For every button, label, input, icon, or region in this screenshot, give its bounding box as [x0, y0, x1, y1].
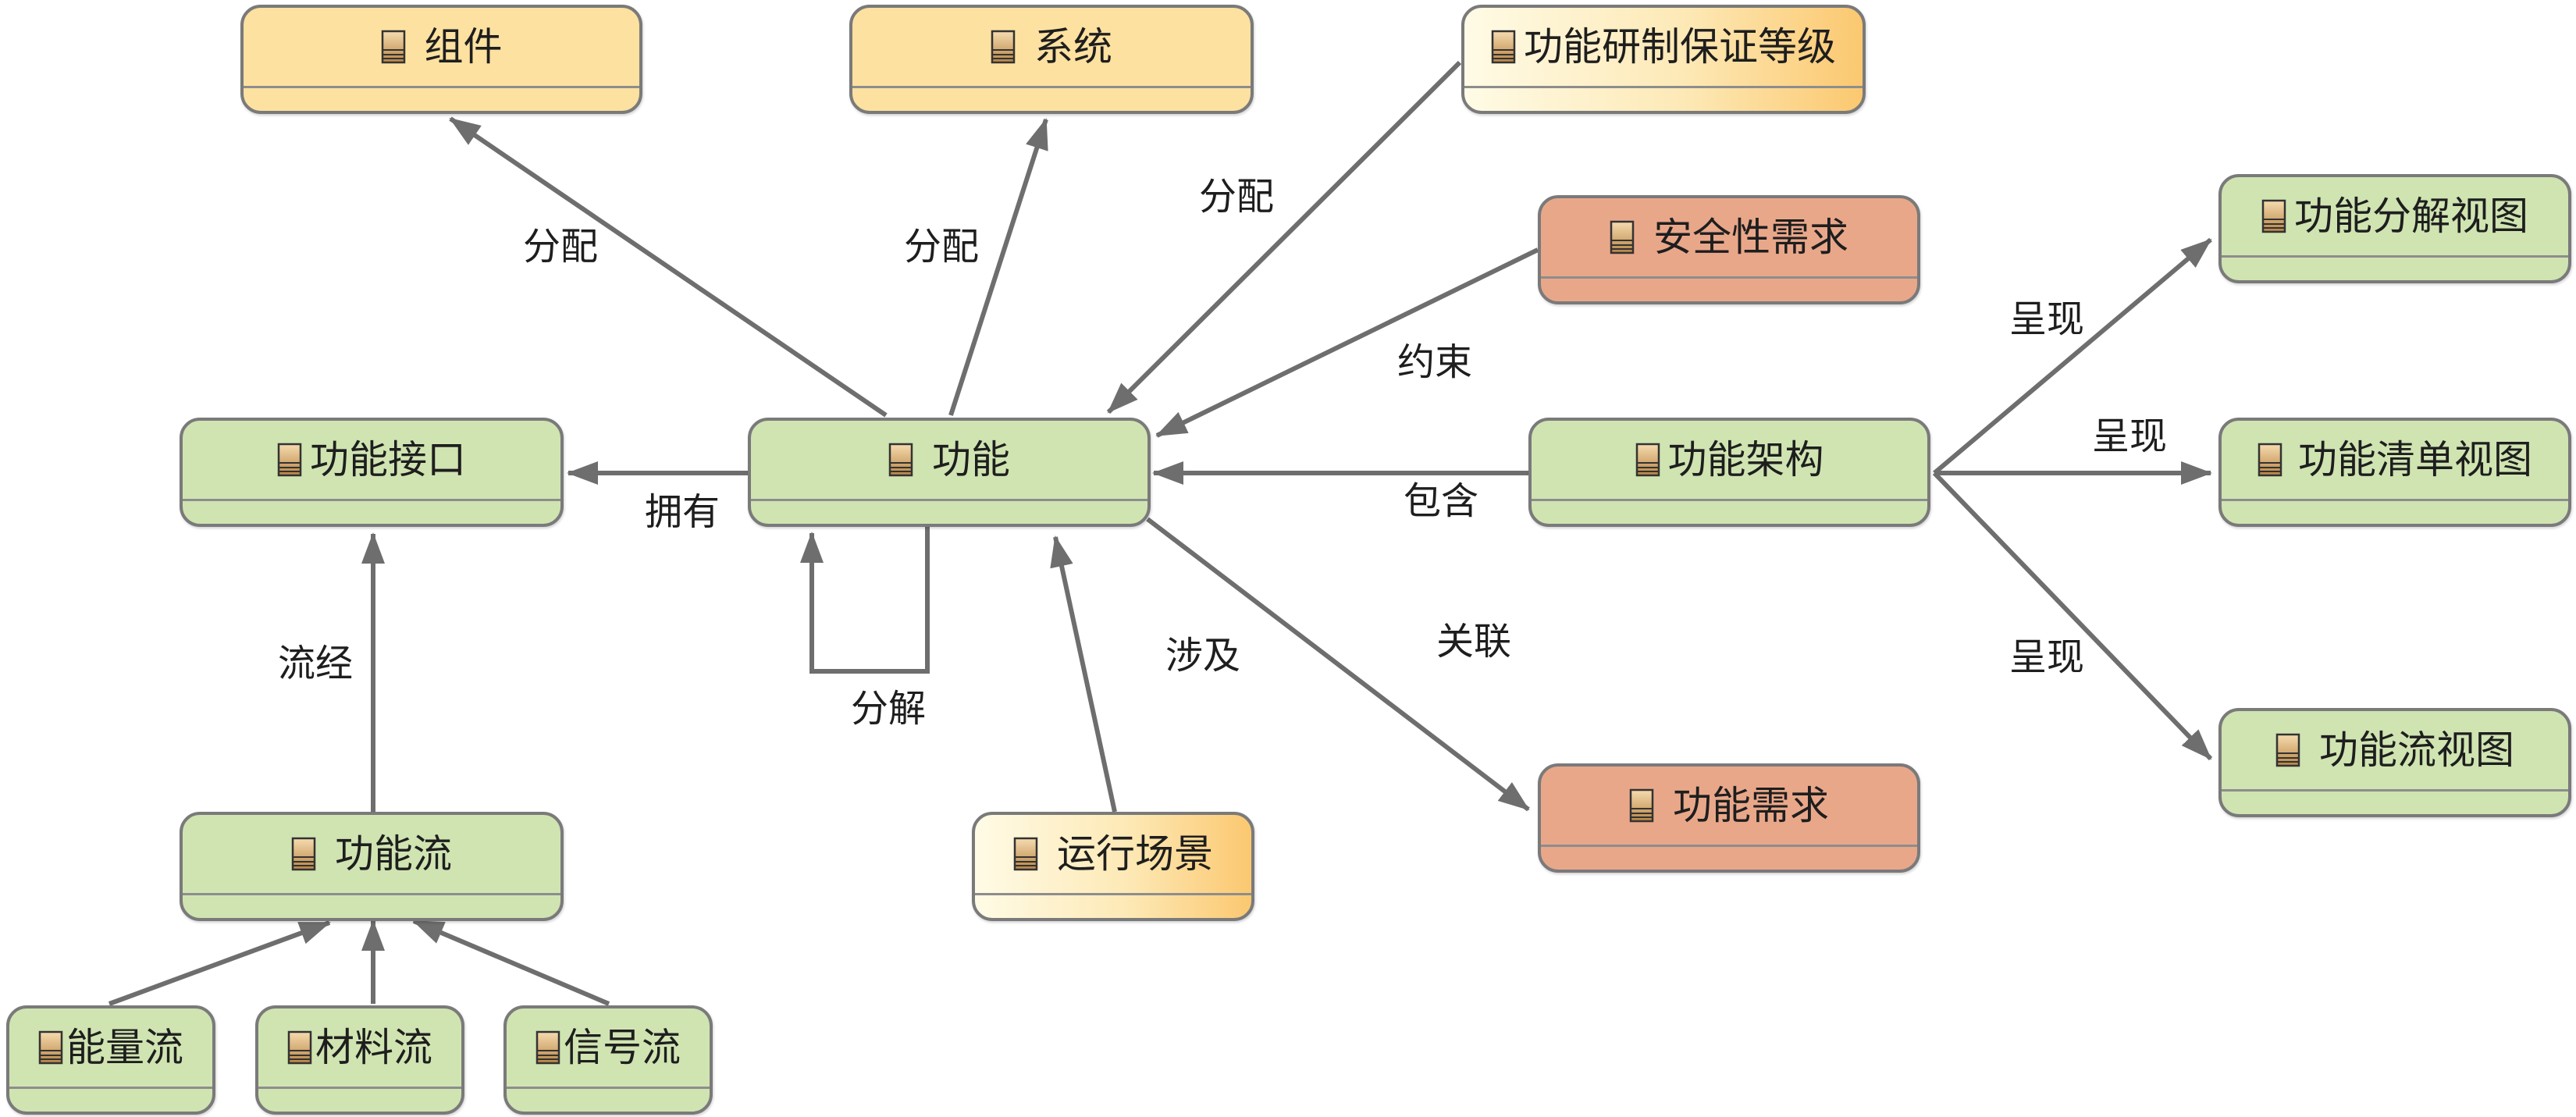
node-label: 功能架构: [1667, 437, 1824, 482]
edge-label-owns: 拥有: [645, 490, 720, 534]
class-icon: [535, 1030, 560, 1065]
node-label: 功能需求: [1673, 783, 1829, 828]
node-label: 安全性需求: [1653, 215, 1848, 260]
edge-label-involves: 涉及: [1165, 634, 1241, 678]
class-icon: [381, 30, 405, 64]
class-icon: [1013, 837, 1038, 871]
edge-function-system: [948, 118, 1048, 416]
edge-label-relates: 关联: [1436, 620, 1512, 663]
node-operating-scenario[interactable]: 运行场景: [972, 812, 1254, 921]
edge-label-decompose: 分解: [851, 687, 927, 731]
edge-arch-decompview: [1933, 237, 2212, 475]
class-icon: [2261, 199, 2286, 233]
edge-label-alloc-component: 分配: [523, 225, 599, 269]
edge-label-present-flow: 呈现: [2009, 635, 2085, 679]
class-icon: [1629, 788, 1654, 823]
node-func-list-view[interactable]: 功能清单视图: [2218, 418, 2571, 527]
edge-label-alloc-dal: 分配: [1199, 175, 1275, 219]
class-icon: [888, 443, 913, 477]
node-label: 功能接口: [310, 437, 466, 482]
node-label: 能量流: [66, 1025, 183, 1070]
class-icon: [287, 1030, 312, 1065]
edge-function-decompose: [800, 527, 930, 674]
node-signal-flow[interactable]: 信号流: [503, 1005, 713, 1115]
node-material-flow[interactable]: 材料流: [255, 1005, 464, 1115]
class-icon: [1491, 30, 1516, 64]
node-label: 功能研制保证等级: [1524, 24, 1836, 69]
node-label: 运行场景: [1057, 831, 1213, 877]
node-label: 组件: [424, 24, 503, 69]
node-energy-flow[interactable]: 能量流: [6, 1005, 215, 1115]
node-component[interactable]: 组件: [240, 5, 642, 114]
edge-safety-function: [1155, 247, 1539, 438]
node-system[interactable]: 系统: [849, 5, 1254, 114]
class-icon: [2258, 443, 2282, 477]
class-icon: [1610, 220, 1635, 254]
edge-signal-flow: [412, 919, 610, 1006]
class-icon: [277, 443, 302, 477]
edge-label-alloc-system: 分配: [904, 225, 980, 269]
node-label: 系统: [1034, 24, 1112, 69]
node-func-decomp-view[interactable]: 功能分解视图: [2218, 174, 2571, 283]
edge-function-component: [449, 116, 888, 418]
node-safety-requirement[interactable]: 安全性需求: [1538, 195, 1920, 304]
edge-label-constraint: 约束: [1397, 340, 1473, 384]
edge-label-contains: 包含: [1404, 479, 1479, 523]
class-icon: [1635, 443, 1660, 477]
node-func-requirement[interactable]: 功能需求: [1538, 763, 1920, 873]
node-label: 功能流: [335, 831, 452, 877]
node-func-interface[interactable]: 功能接口: [180, 418, 564, 527]
node-label: 功能分解视图: [2294, 194, 2528, 239]
node-label: 功能流视图: [2319, 727, 2514, 773]
node-dal[interactable]: 功能研制保证等级: [1461, 5, 1866, 114]
node-function[interactable]: 功能: [748, 418, 1151, 527]
edge-label-flows-through: 流经: [278, 642, 354, 685]
edge-dal-function: [1106, 60, 1462, 414]
node-func-flow-view[interactable]: 功能流视图: [2218, 708, 2571, 817]
node-label: 功能清单视图: [2298, 437, 2532, 482]
class-icon: [2275, 733, 2300, 767]
class-icon: [291, 837, 316, 871]
node-label: 功能: [932, 437, 1010, 482]
edge-scenario-function: [1050, 535, 1117, 813]
edge-label-present-decomp: 呈现: [2009, 297, 2085, 341]
class-icon: [991, 30, 1016, 64]
edge-label-present-list: 呈现: [2092, 414, 2168, 458]
node-label: 材料流: [315, 1025, 432, 1070]
edge-function-req: [1146, 517, 1530, 812]
node-func-flow[interactable]: 功能流: [180, 812, 564, 921]
node-func-architecture[interactable]: 功能架构: [1528, 418, 1930, 527]
node-label: 信号流: [564, 1025, 681, 1070]
edge-arch-flowview: [1932, 471, 2213, 761]
class-icon: [38, 1030, 63, 1065]
edge-energy-flow: [108, 920, 331, 1006]
